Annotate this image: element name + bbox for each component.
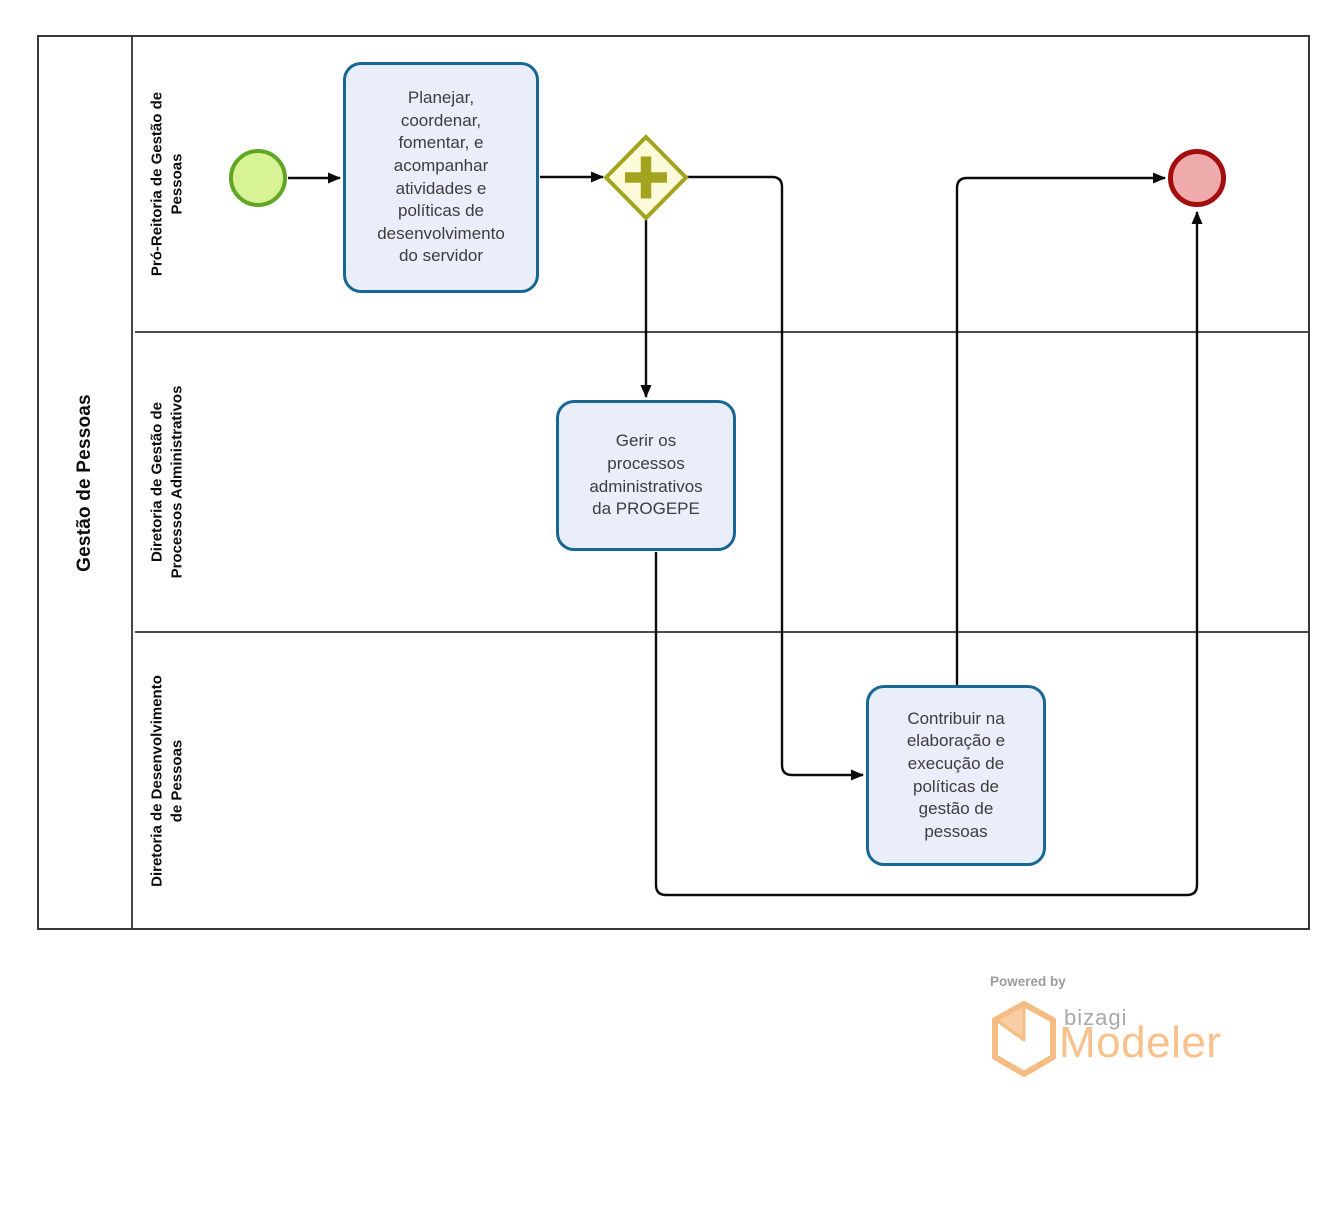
bizagi-wordmark: bizagi: [1064, 1005, 1128, 1030]
task-planejar: Planejar, coordenar, fomentar, e acompan…: [343, 62, 539, 293]
parallel-gateway: [603, 134, 689, 221]
flow-gateway-to-task3: [687, 175, 864, 781]
end-event: [1168, 149, 1226, 207]
pool-title-band: Gestão de Pessoas: [39, 37, 133, 928]
plus-icon: [625, 156, 667, 199]
lane-gestao-processos: Diretoria de Gestão de Processos Adminis…: [135, 331, 1308, 631]
task-contribuir: Contribuir na elaboração e execução de p…: [866, 685, 1046, 866]
modeler-wordmark: Modeler: [1059, 1018, 1222, 1067]
task-gerir-processos: Gerir os processos administrativos da PR…: [556, 400, 736, 551]
flow-task2-to-end: [654, 211, 1203, 897]
flow-task3-to-end: [955, 172, 1166, 685]
lane-desenvolvimento: Diretoria de Desenvolvimento de Pessoas: [135, 631, 1308, 928]
bizagi-hexagon-icon: [992, 1001, 1056, 1077]
start-event: [229, 149, 287, 207]
powered-by-label: Powered by: [990, 974, 1066, 989]
